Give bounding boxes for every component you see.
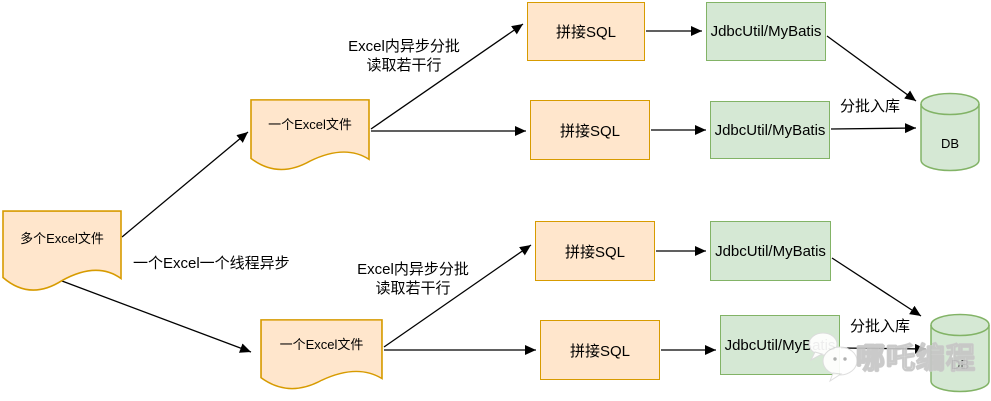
document-shape-icon (2, 210, 122, 291)
arrow-jdbc3-to-db-bottom (831, 257, 922, 317)
document-shape-icon (260, 319, 383, 390)
node-label: DB (950, 356, 970, 372)
sql-box-1: 拼接SQL (527, 2, 645, 61)
node-label: DB (940, 135, 960, 151)
label-batch-store-top: 分批入库 (840, 98, 901, 115)
node-label: 多个Excel文件 (20, 231, 104, 247)
label-line: Excel内异步分批 (357, 261, 469, 278)
db-cylinder-top: DB (920, 92, 980, 172)
sql-box-3: 拼接SQL (535, 221, 655, 281)
database-cylinder-icon (920, 92, 980, 172)
label-batch-store-bottom: 分批入库 (850, 318, 911, 335)
sql-box-2: 拼接SQL (530, 100, 650, 160)
multi-excel-doc: 多个Excel文件 (2, 210, 122, 302)
arrow-jdbc4-to-db-bottom (840, 343, 927, 354)
excel-doc-top: 一个Excel文件 (250, 99, 370, 180)
jdbc-box-1: JdbcUtil/MyBatis (706, 2, 826, 61)
node-label: 一个Excel文件 (268, 116, 352, 132)
label-batch-read-top: Excel内异步分批 读取若干行 (343, 37, 465, 75)
db-cylinder-bottom: DB (930, 313, 990, 393)
label-line: 读取若干行 (375, 280, 451, 297)
excel-doc-bottom: 一个Excel文件 (260, 319, 383, 399)
database-cylinder-icon (930, 313, 990, 393)
label-one-thread-per-excel: 一个Excel一个线程异步 (133, 255, 290, 272)
jdbc-box-2: JdbcUtil/MyBatis (710, 101, 830, 159)
label-batch-read-bottom: Excel内异步分批 读取若干行 (352, 260, 474, 298)
sql-box-4: 拼接SQL (540, 320, 660, 380)
arrow-multi-to-excel-top (121, 131, 249, 238)
arrow-jdbc2-to-db-top (830, 123, 917, 134)
label-line: Excel内异步分批 (348, 38, 460, 55)
node-label: 一个Excel文件 (279, 336, 364, 352)
label-line: 读取若干行 (366, 57, 442, 74)
arrow-jdbc1-to-db-top (826, 35, 917, 102)
jdbc-box-3: JdbcUtil/MyBatis (710, 221, 831, 281)
jdbc-box-4: JdbcUtil/MyBatis (720, 315, 840, 375)
document-shape-icon (250, 99, 370, 171)
